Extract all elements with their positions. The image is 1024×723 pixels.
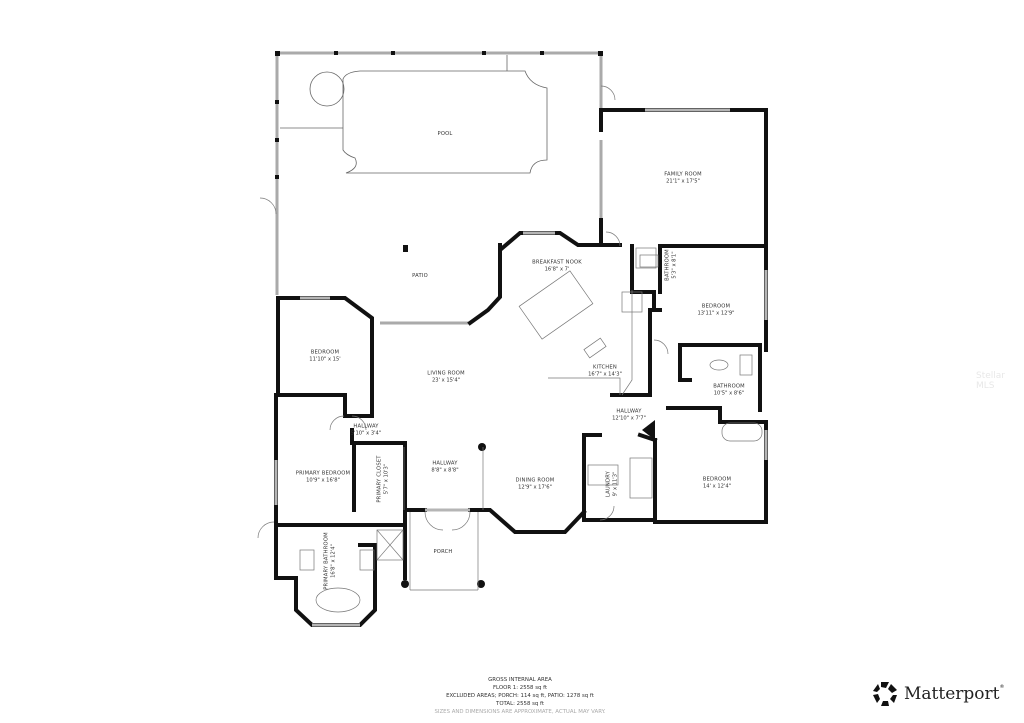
room-label-patio: PATIO [412,272,428,279]
walls [274,108,768,627]
disclaimer: SIZES AND DIMENSIONS ARE APPROXIMATE, AC… [434,709,606,715]
total-area: TOTAL: 2558 sq ft [496,701,544,707]
windows [274,108,768,627]
area-summary: GROSS INTERNAL AREA FLOOR 1: 2558 sq ft … [434,676,605,716]
floor-area: FLOOR 1: 2558 sq ft [492,685,548,691]
brand-name: Matterport® [904,684,1005,704]
watermark: Stellar MLS [976,371,1005,391]
matterport-logo-icon [873,682,897,706]
room-label-pool: POOL [437,130,453,137]
fixtures [257,85,763,613]
enclosure-posts [275,51,603,252]
matterport-brand: Matterport® [872,681,1004,707]
pool-outline [280,55,548,174]
room-label-porch: PORCH [433,548,453,555]
excluded-areas: EXCLUDED AREAS; PORCH: 114 sq ft, PATIO:… [446,693,594,699]
area-heading: GROSS INTERNAL AREA [488,677,552,683]
screen-enclosure [275,51,603,325]
columns [401,420,655,588]
